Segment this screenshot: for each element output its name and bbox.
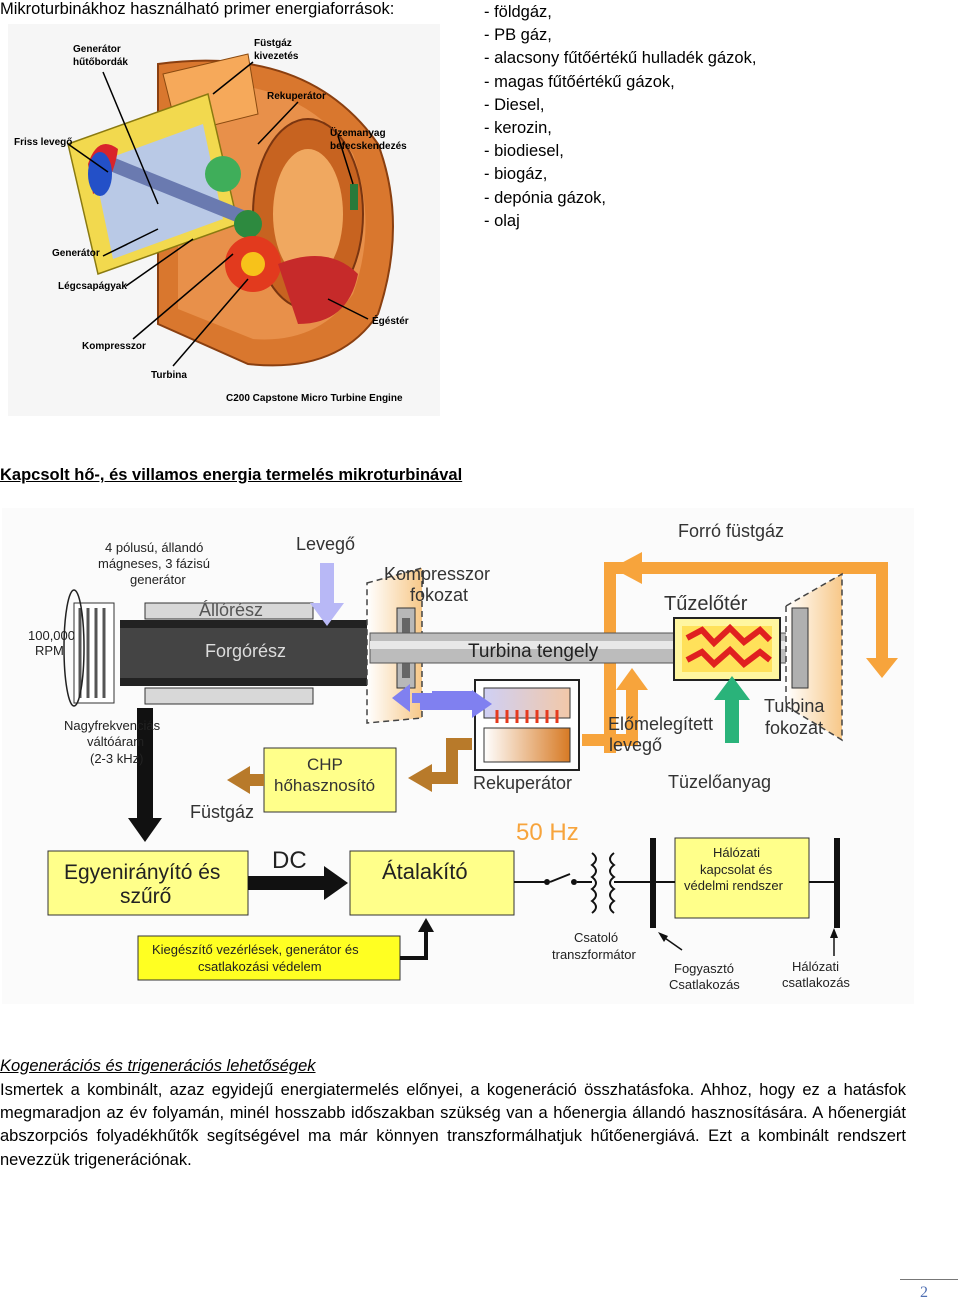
label-fuel-injection-1: Üzemanyag: [330, 126, 386, 139]
label-turbine-stage-2: fokozat: [765, 718, 823, 738]
page-number: 2: [920, 1284, 928, 1301]
label-stator: Állórész: [199, 600, 263, 620]
fuel-item: - Diesel,: [484, 95, 545, 114]
label-recuperator: Rekuperátor: [473, 773, 572, 793]
label-combustor: Égéstér: [372, 314, 409, 327]
label-rpm-2: RPM: [35, 643, 64, 658]
fuel-item: - földgáz,: [484, 3, 552, 21]
label-grid-2: csatlakozás: [782, 975, 850, 990]
label-compressor-stage-1: Kompresszor: [384, 564, 490, 584]
label-turbine: Turbina: [151, 370, 187, 381]
label-magnets-2: mágneses, 3 fázisú: [98, 556, 210, 571]
label-control-2: csatlakozási védelem: [198, 959, 322, 974]
section-title-cogeneration: Kogenerációs és trigenerációs lehetősége…: [0, 1057, 316, 1075]
label-control-1: Kiegészítő vezérlések, generátor és: [152, 942, 359, 957]
fuel-item: - biogáz,: [484, 165, 548, 184]
label-compressor-stage-2: fokozat: [410, 585, 468, 605]
label-flue-gas: Füstgáz: [190, 802, 254, 822]
fuel-item: - alacsony fűtőértékű hulladék gázok,: [484, 49, 757, 68]
label-shaft: Turbina tengely: [468, 641, 599, 662]
label-hf-current-1: Nagyfrekvenciás: [64, 718, 161, 733]
label-magnets-3: generátor: [130, 572, 186, 587]
label-generator: Generátor: [52, 248, 100, 259]
label-air-bearings: Légcsapágyak: [58, 281, 127, 292]
label-grid-1: Hálózati: [792, 959, 839, 974]
label-grid-protection-1: Hálózati: [713, 845, 760, 860]
label-grid-protection-2: kapcsolat és: [700, 862, 773, 877]
label-generator-fins-2: hűtőbordák: [73, 57, 128, 68]
energy-sources-label: Mikroturbinákhoz használható primer ener…: [0, 0, 395, 18]
label-exhaust-outlet-2: kivezetés: [254, 51, 299, 62]
label-hf-current-2: váltóáram: [87, 734, 144, 749]
fuel-item: - depónia gázok,: [484, 188, 607, 207]
fuel-item: - magas fűtőértékű gázok,: [484, 72, 675, 91]
fuel-list: - földgáz, - PB gáz, - alacsony fűtőérté…: [484, 1, 756, 233]
label-fuel-injection-2: befecskendezés: [330, 141, 407, 152]
label-generator-fins-1: Generátor: [73, 44, 121, 55]
label-inverter: Átalakító: [382, 859, 468, 884]
label-recuperator: Rekuperátor: [267, 91, 326, 102]
label-consumer-2: Csatlakozás: [669, 977, 740, 992]
label-rotor: Forgórész: [205, 641, 286, 661]
label-transformer-1: Csatoló: [574, 930, 618, 945]
label-fresh-air: Friss levegő: [14, 137, 72, 148]
label-dc: DC: [272, 847, 307, 874]
fuel-item: - biodiesel,: [484, 142, 564, 161]
fuel-item: - kerozin,: [484, 119, 552, 138]
fuel-item: - PB gáz,: [484, 26, 552, 45]
label-rectifier-2: szűrő: [120, 885, 171, 908]
cogeneration-paragraph: Ismertek a kombinált, azaz egyidejű ener…: [0, 1081, 906, 1169]
figure-caption: C200 Capstone Micro Turbine Engine: [226, 393, 403, 404]
label-consumer-1: Fogyasztó: [674, 961, 734, 976]
label-hf-current-3: (2-3 kHz): [90, 751, 143, 766]
label-fuel: Tüzelőanyag: [668, 772, 771, 792]
label-frequency: 50 Hz: [516, 819, 579, 846]
label-air: Levegő: [296, 534, 355, 554]
label-exhaust-outlet-1: Füstgáz: [254, 38, 292, 49]
footer-rule: [900, 1279, 958, 1280]
micro-turbine-cutaway-figure: Generátor hűtőbordák Füstgáz kivezetés R…: [8, 24, 440, 416]
section-title-chp: Kapcsolt hő-, és villamos energia termel…: [0, 466, 463, 484]
label-rpm-1: 100,000: [28, 628, 75, 643]
label-compressor: Kompresszor: [82, 341, 146, 352]
label-turbine-stage-1: Turbina: [764, 696, 825, 716]
label-hot-flue-gas: Forró füstgáz: [678, 521, 784, 541]
label-preheated-air-2: levegő: [609, 735, 662, 755]
label-chp-2: hőhasznosító: [274, 776, 375, 795]
label-combustor: Tűzelőtér: [664, 593, 748, 615]
label-magnets-1: 4 pólusú, állandó: [105, 540, 203, 555]
fuel-item: - olaj: [484, 211, 520, 230]
chp-schematic-diagram: Forró füstgáz Állórész Forgórész 100,000…: [2, 508, 914, 1004]
label-preheated-air-1: Előmelegített: [608, 714, 713, 734]
label-transformer-2: transzformátor: [552, 947, 636, 962]
label-rectifier-1: Egyenirányító és: [64, 861, 220, 884]
label-grid-protection-3: védelmi rendszer: [684, 878, 784, 893]
label-chp-1: CHP: [307, 755, 343, 774]
